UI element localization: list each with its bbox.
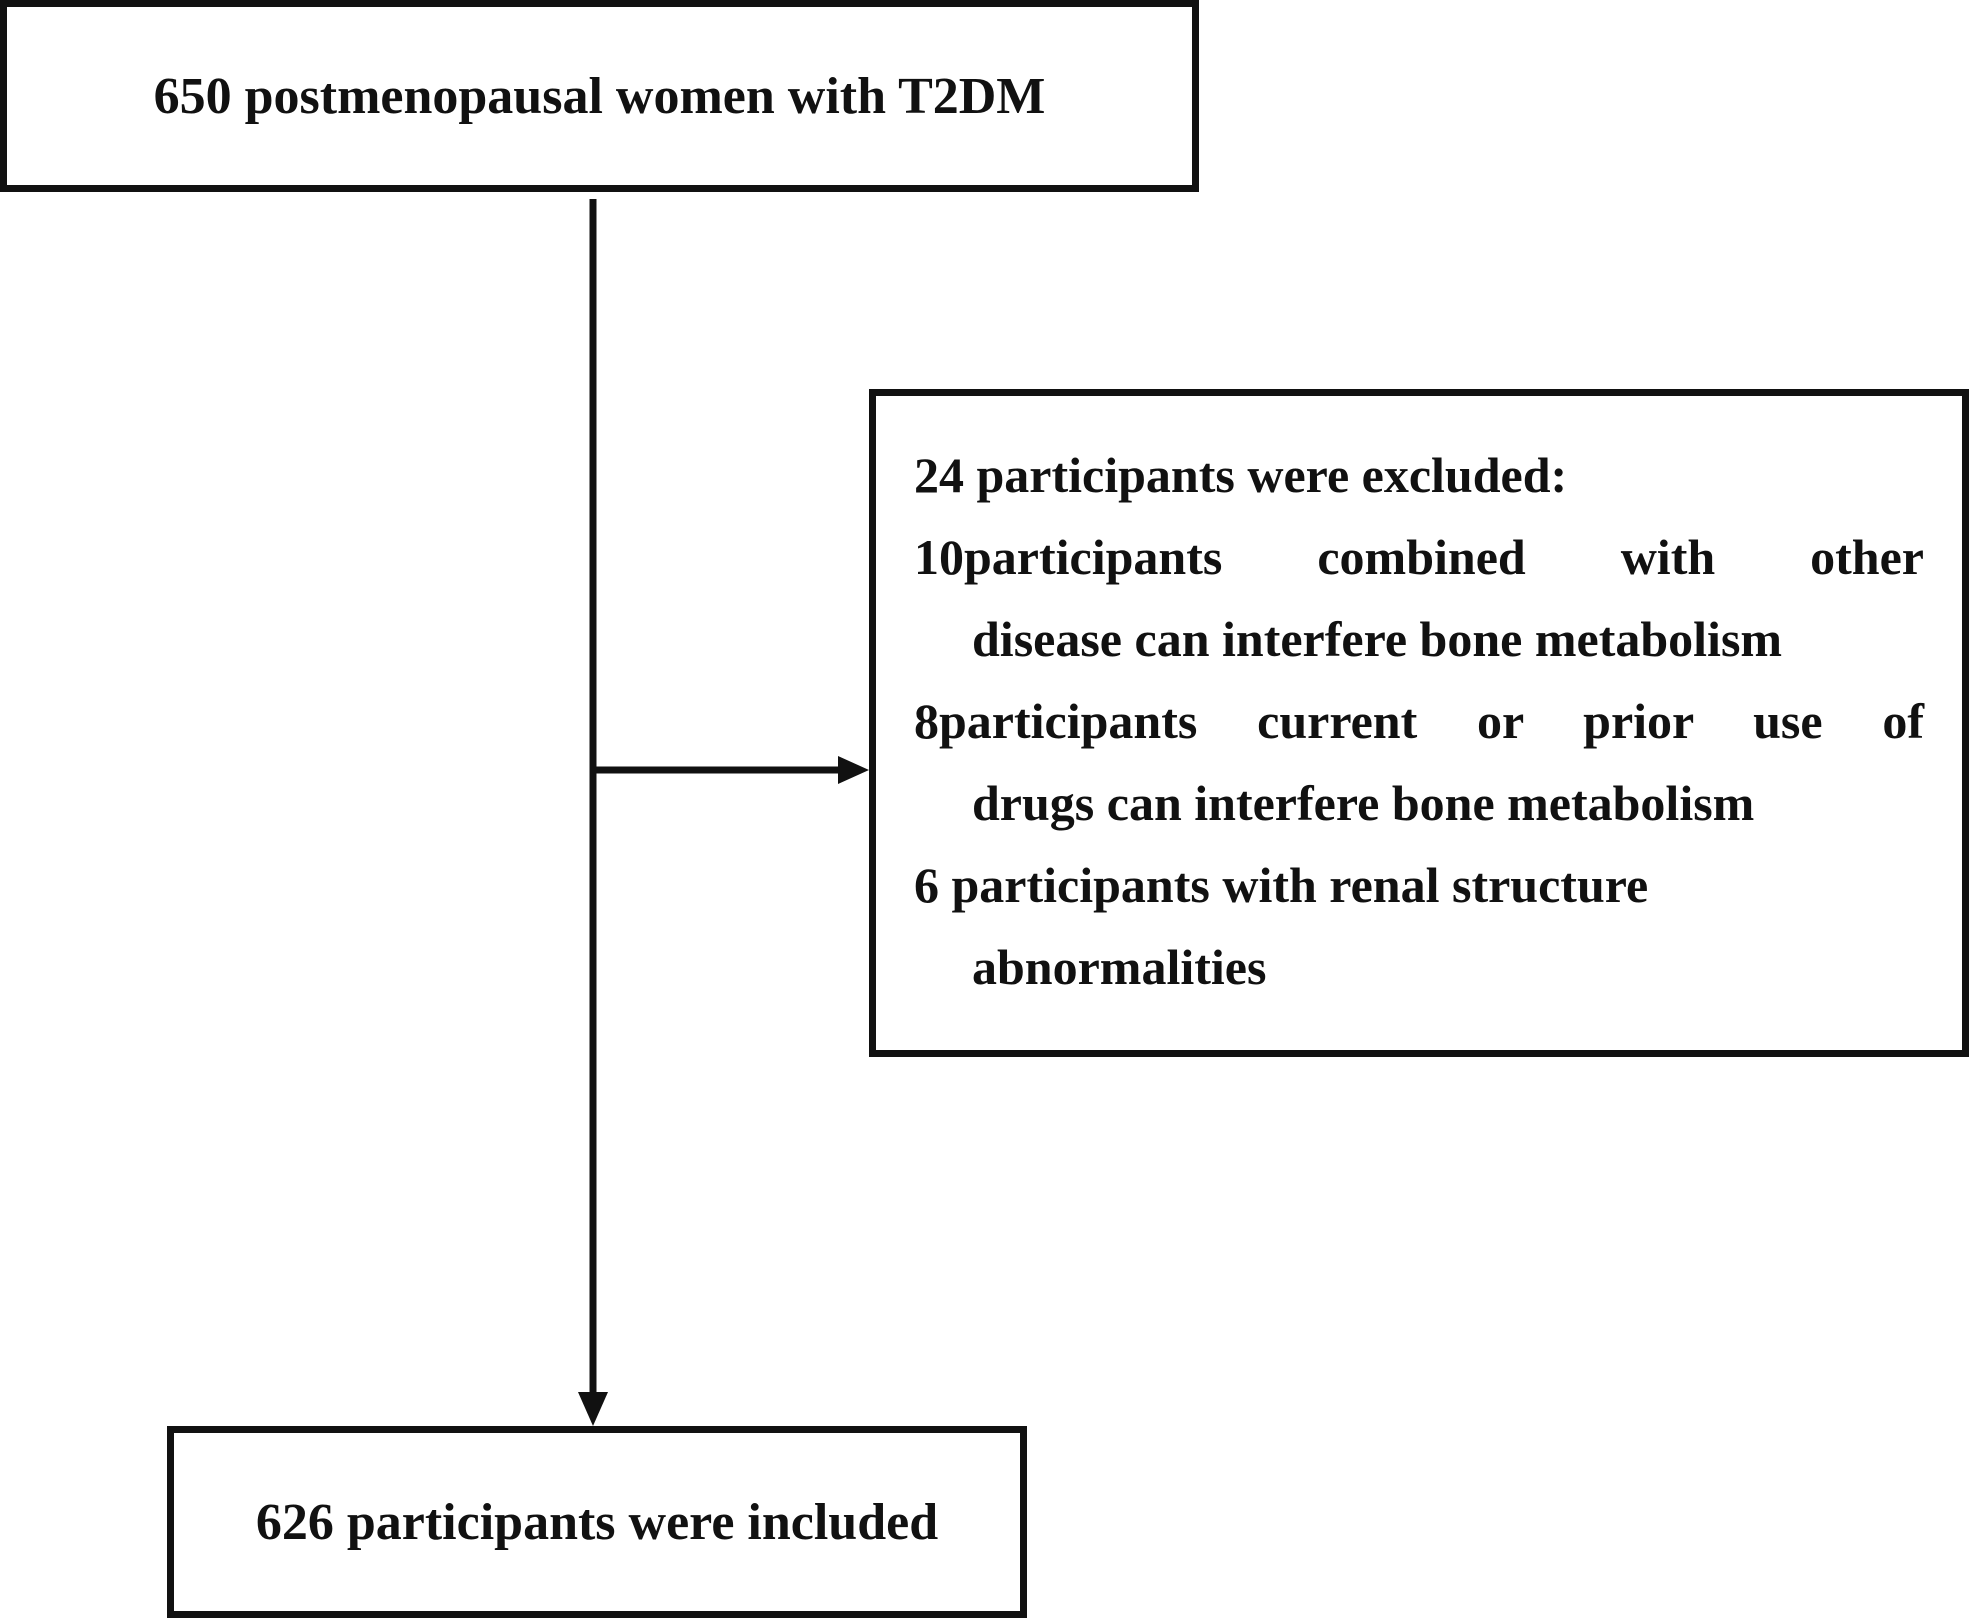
exclusion-item-line: disease can interfere bone metabolism — [972, 611, 1783, 667]
exclusion-arrowhead — [838, 756, 869, 784]
exclusion-item-line: 8participants current or prior use of — [914, 693, 1924, 749]
enrollment-text: 650 postmenopausal women with T2DM — [153, 67, 1046, 125]
main-arrowhead — [578, 1392, 608, 1426]
exclusion-item-line: abnormalities — [972, 939, 1267, 995]
exclusion-item-line: 10participants combined with other — [914, 529, 1924, 585]
exclusion-item-line: drugs can interfere bone metabolism — [972, 775, 1755, 831]
included-box: 626 participants were included — [167, 1426, 1027, 1618]
exclusion-item-renal: 6 participants with renal structure abno… — [914, 844, 1924, 1008]
included-text: 626 participants were included — [255, 1493, 939, 1551]
exclusion-item-drugs: 8participants current or prior use of dr… — [914, 680, 1924, 844]
exclusion-item-line: 6 participants with renal structure — [914, 857, 1649, 913]
exclusion-title: 24 participants were excluded: — [914, 447, 1568, 503]
exclusion-item-disease: 10participants combined with other disea… — [914, 516, 1924, 680]
exclusion-box: 24 participants were excluded: 10partici… — [869, 389, 1969, 1057]
enrollment-box: 650 postmenopausal women with T2DM — [0, 0, 1199, 192]
